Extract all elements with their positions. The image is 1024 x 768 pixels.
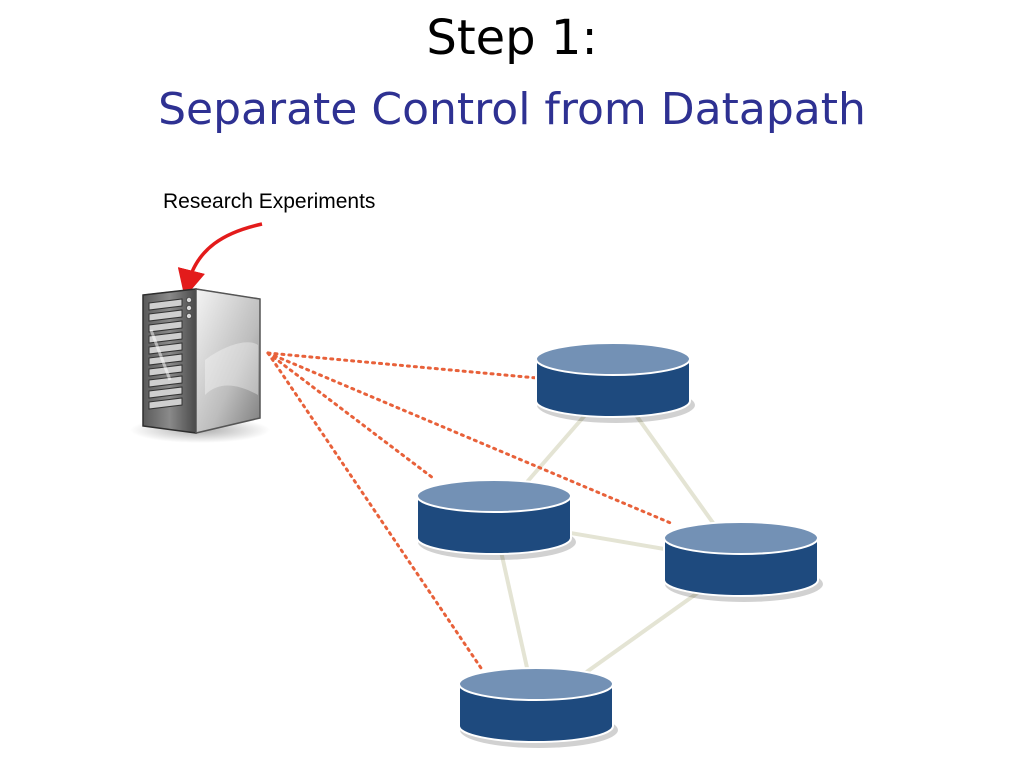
control-link-switch-bottom bbox=[266, 351, 483, 670]
server-icon[interactable] bbox=[130, 288, 270, 443]
switch-top-switch-cylinder-icon[interactable] bbox=[535, 342, 695, 423]
control-links bbox=[266, 351, 675, 670]
slide-title: Step 1: bbox=[426, 10, 598, 66]
control-link-switch-right bbox=[266, 351, 675, 526]
research-experiments-label: Research Experiments bbox=[163, 190, 376, 213]
control-link-switch-top bbox=[266, 351, 539, 380]
slide-subtitle: Separate Control from Datapath bbox=[158, 84, 866, 135]
control-link-switch-left bbox=[266, 351, 435, 480]
switch-left-switch-cylinder-icon[interactable] bbox=[416, 479, 576, 560]
switch-bottom-switch-cylinder-icon[interactable] bbox=[458, 667, 618, 748]
red-arrow-icon bbox=[177, 222, 263, 298]
switch-right-switch-cylinder-icon[interactable] bbox=[663, 521, 823, 602]
